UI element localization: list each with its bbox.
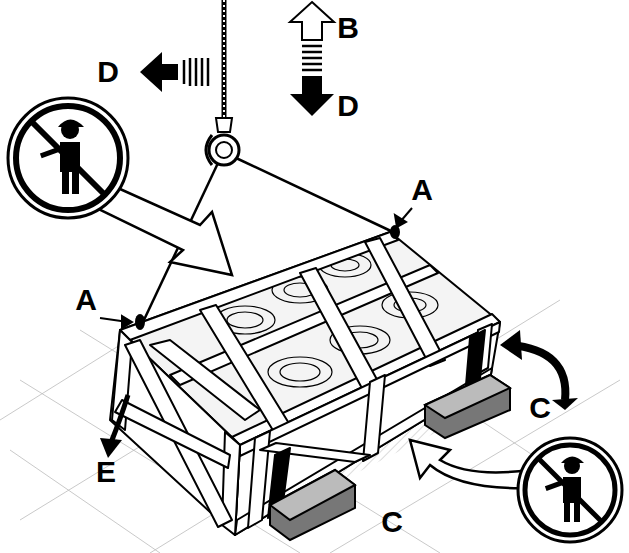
callout-letter: B <box>337 13 359 43</box>
no-personnel-sign <box>8 98 622 542</box>
callout-letter: A <box>411 175 433 205</box>
callout-letter: C <box>529 393 551 423</box>
crate <box>110 232 500 535</box>
hoist-rope <box>206 0 239 165</box>
callout-letter: C <box>381 507 403 537</box>
callout-letter: E <box>96 457 116 487</box>
callout-letter: A <box>75 285 97 315</box>
wedge-chock <box>270 375 510 540</box>
callout-letter: D <box>97 57 119 87</box>
callout-letter: D <box>337 91 359 121</box>
